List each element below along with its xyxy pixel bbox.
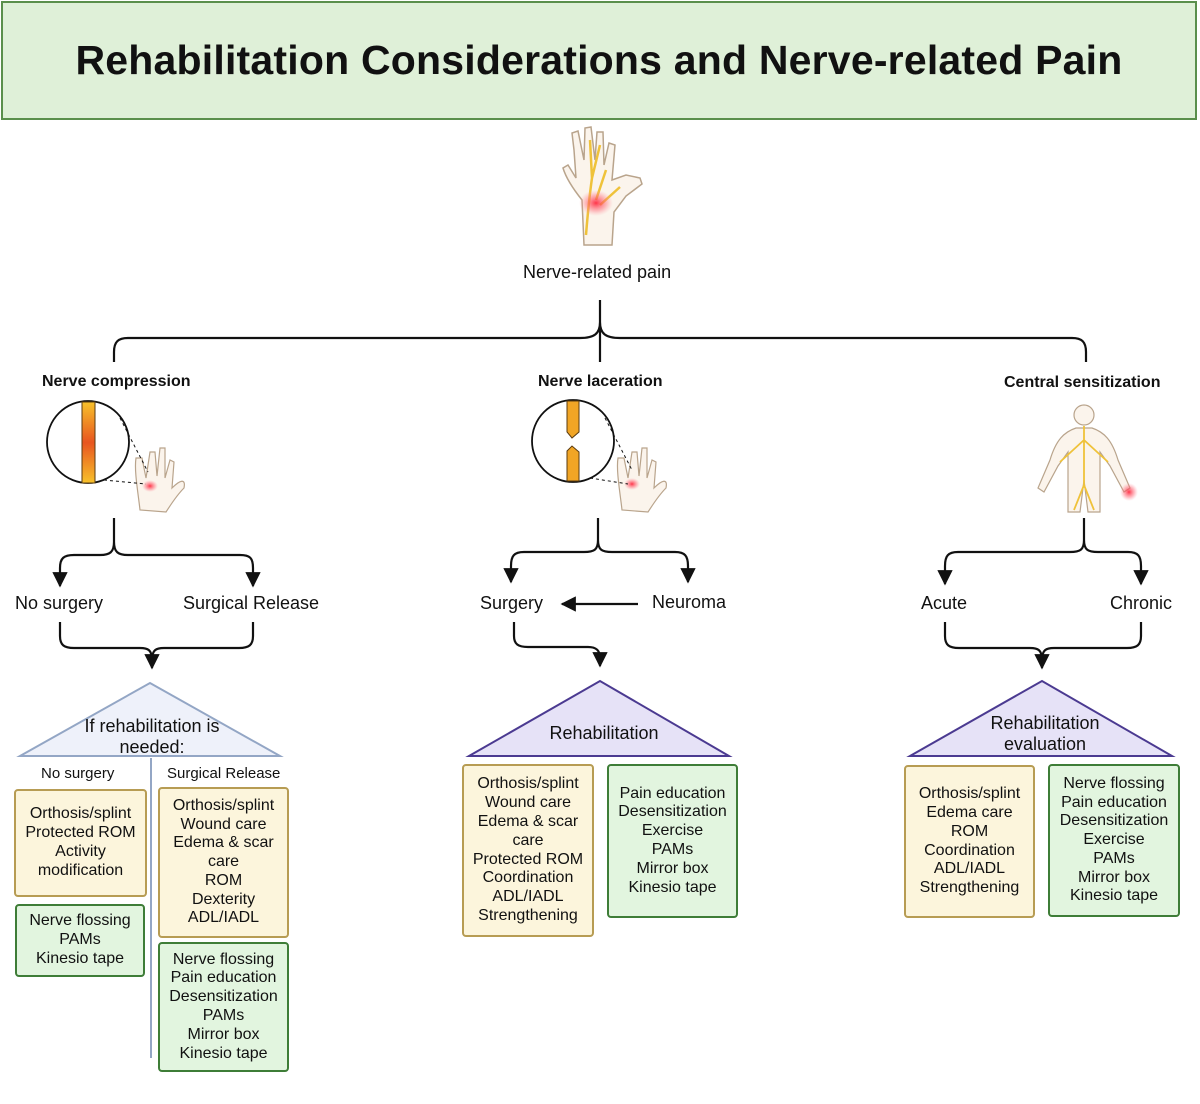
triangle-text-rehab-needed: If rehabilitation is needed: [84,716,220,757]
triangle-rehab-needed [16,681,284,757]
box-line-item: Kinesio tape [35,949,125,967]
box-line-item: PAMs [651,841,694,858]
box-line-item: Protected ROM [472,850,584,868]
box-line-item: Edema care [926,803,1013,821]
branch-title-compression: Nerve compression [42,373,191,390]
box-line-item: modification [37,861,124,879]
box-line-item: Kinesio tape [628,878,717,896]
label-acute: Acute [921,593,968,613]
title-banner: Rehabilitation Considerations and Nerve-… [1,1,1197,120]
label-surgery: Surgery [480,593,544,613]
box-line-item: ADL/IADL [187,909,260,927]
box-line-item: Mirror box [1077,868,1150,886]
box-line-item: Mirror box [187,1025,260,1043]
box-line-item: Pain education [170,969,277,987]
box-line-item: Desensitization [169,988,278,1006]
box-line-item: Edema & scar [477,812,579,830]
box-line-item: Edema & scar [173,834,274,852]
triangle-text-rehab-evaluation: Rehabilitation evaluation [990,713,1100,754]
box-line-item: PAMs [1093,849,1135,867]
box-line-item: Strengthening [478,906,578,924]
box-line-item: Orthosis/splint [918,785,1021,803]
box-line-item: Wound care [180,815,267,833]
branch-title-central: Central sensitization [1004,374,1161,391]
box-line-item: Exercise [641,822,704,840]
triangle-rehab-evaluation [906,679,1176,757]
label-surgical-release: Surgical Release [183,593,320,613]
box-line-item: Activity [55,843,106,860]
box-line-item: Pain education [619,784,726,802]
box-line-item: Orthosis/splint [29,805,132,823]
box-line-item: Coordination [924,841,1015,859]
box-line-item: Orthosis/splint [172,796,275,814]
label-neuroma: Neuroma [652,592,727,612]
box-line-item: PAMs [59,931,101,949]
hand-nerve-pain-icon [562,126,643,246]
box-line-item: Desensitization [1059,812,1169,830]
box-line-item: Pain education [1061,793,1167,811]
lacerated-nerve-icon [531,399,667,513]
box-line-item: ADL/IADL [933,860,1006,878]
box-line-item: ROM [204,871,243,889]
body-nervous-system-icon [1037,404,1138,513]
root-label: Nerve-related pain [523,262,672,282]
triangle-rehabilitation [465,679,733,757]
compressed-nerve-icon [46,400,185,513]
box-line-item: PAMs [202,1007,245,1024]
box-line-item: Kinesio tape [1069,887,1159,905]
box-line-item: care [512,831,544,849]
box-line-item: Dexterity [191,890,256,908]
box-line-item: Nerve flossing [172,950,275,968]
box-line-item: ADL/IADL [492,888,564,906]
label-chronic: Chronic [1110,593,1173,613]
box-line-item: Strengthening [919,879,1020,897]
triangle-text-rehabilitation: Rehabilitation [549,723,659,743]
box-line-item: care [207,853,240,871]
column-label-no-surgery: No surgery [41,765,115,782]
column-label-surgical-release: Surgical Release [167,765,281,782]
label-no-surgery: No surgery [15,593,104,613]
box-line-item: Protected ROM [25,824,136,842]
box-line-item: Nerve flossing [29,912,131,930]
box-line-item: Wound care [485,794,571,812]
box-line-item: Mirror box [636,859,709,877]
box-line-item: Nerve flossing [1063,774,1165,792]
box-line-item: Exercise [1083,831,1145,849]
box-line-item: ROM [950,822,989,840]
branch-title-laceration: Nerve laceration [538,373,663,390]
box-line-item: Orthosis/splint [477,775,579,793]
box-line-item: Desensitization [618,803,727,821]
box-line-item: Kinesio tape [179,1044,268,1062]
box-line-item: Coordination [482,869,574,887]
page-title: Rehabilitation Considerations and Nerve-… [75,37,1123,83]
